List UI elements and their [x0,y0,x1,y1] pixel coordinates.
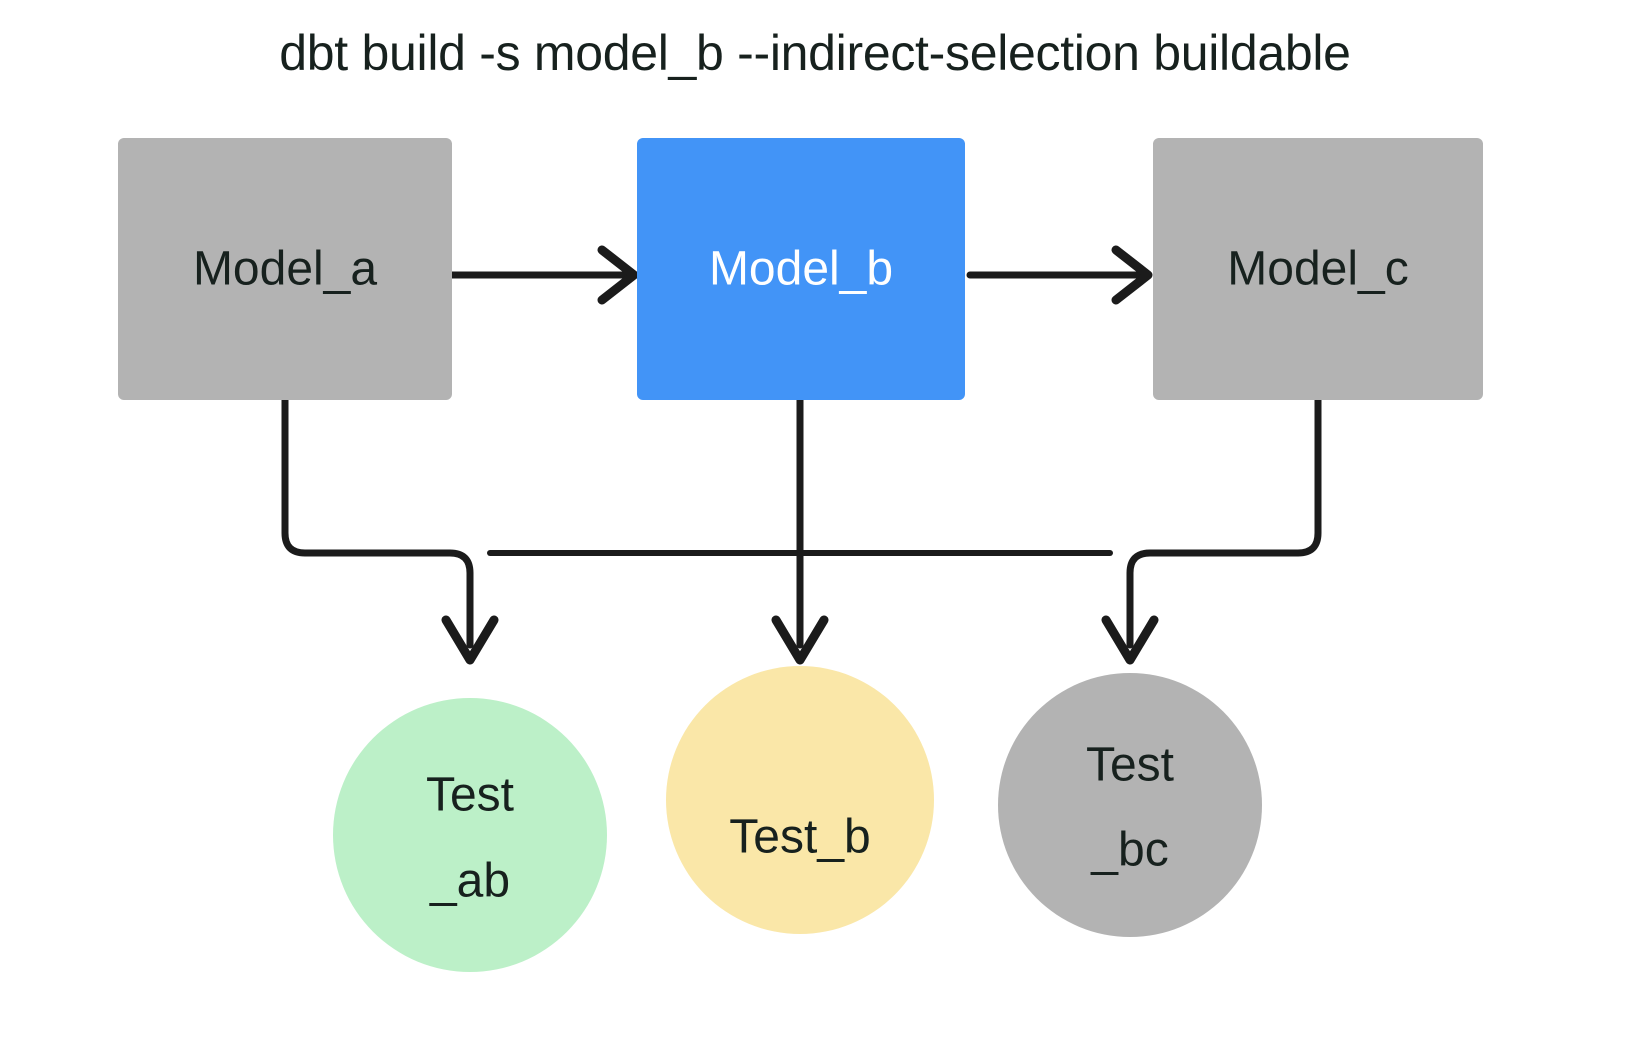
model-b-label: Model_b [709,243,893,296]
model-a-box[interactable] [118,138,452,400]
edge-model-a-to-test-ab [281,396,499,665]
node-test-ab[interactable]: Test _ab [333,698,607,972]
model-c-box[interactable] [1153,138,1483,400]
model-c-label: Model_c [1227,243,1408,296]
test-bc-label-line1: Test [1086,739,1174,792]
test-ab-label-line1: Test [426,769,514,822]
edge-model-b-to-test-b [771,396,829,665]
test-bc-label-line2: _bc [1090,824,1168,877]
test-bc-circle[interactable] [998,673,1262,937]
diagram-title: dbt build -s model_b --indirect-selectio… [279,25,1351,81]
edge-model-c-to-test-bc [1101,396,1322,665]
edge-model-a-to-model-b [448,245,639,305]
model-b-box[interactable] [637,138,965,400]
test-ab-label-line2: _ab [429,855,510,908]
test-b-circle[interactable] [666,666,934,934]
node-test-bc[interactable]: Test _bc [998,673,1262,937]
node-model-b[interactable]: Model_b [637,138,965,400]
node-model-a[interactable]: Model_a [118,138,452,400]
node-test-b[interactable]: Test_b [666,666,934,934]
edge-model-b-to-model-c [966,245,1153,305]
model-a-label: Model_a [193,243,377,296]
test-ab-circle[interactable] [333,698,607,972]
test-b-label-line1: Test_b [729,811,870,864]
node-model-c[interactable]: Model_c [1153,138,1483,400]
